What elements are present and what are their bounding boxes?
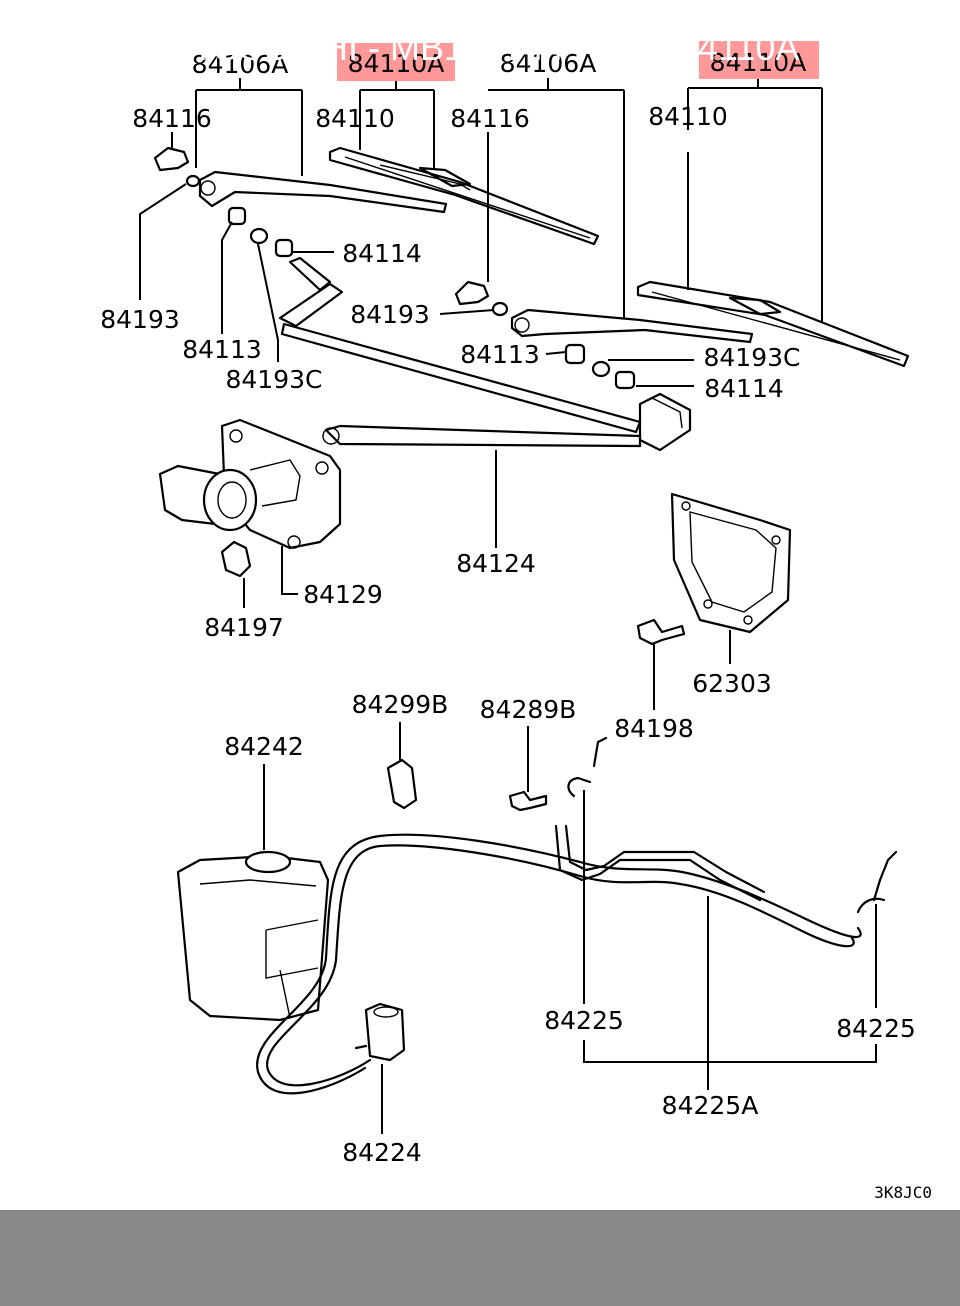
nut-left [185, 174, 201, 188]
label-84114-right: 84114 [704, 374, 784, 403]
label-84113-right: 84113 [460, 340, 540, 369]
washer-pump [354, 1002, 406, 1062]
bushing-left [274, 238, 294, 258]
label-84225a: 84225A [662, 1091, 759, 1120]
label-84110a-left: 84110A [348, 49, 445, 78]
screw-part [508, 790, 548, 812]
parts-diagram: 84106A 84110A 84106A 84110A 84116 84110 … [100, 41, 932, 1202]
label-84106a-right: 84106A [500, 49, 597, 78]
label-84114-left: 84114 [342, 239, 422, 268]
arm-cap-left [153, 146, 190, 172]
washer-right [591, 360, 611, 378]
footer-brand-part: MITSUBISHI - MB196744 [152, 27, 565, 68]
wiper-linkage [278, 256, 692, 452]
motor-gasket [670, 492, 792, 634]
label-84124: 84124 [456, 549, 536, 578]
highlight-box-left [337, 43, 455, 81]
label-84193c-right: 84193C [704, 343, 801, 372]
label-84193c-left: 84193C [226, 365, 323, 394]
bracket-part [386, 758, 418, 810]
label-84113-left: 84113 [182, 335, 262, 364]
label-84110-left: 84110 [315, 104, 395, 133]
label-84129: 84129 [303, 580, 383, 609]
pivot-right [564, 343, 586, 365]
label-84116-left: 84116 [132, 104, 212, 133]
wiper-blade-left [328, 146, 600, 246]
label-84225-right: 84225 [836, 1014, 916, 1043]
highlight-box-right [699, 41, 819, 79]
footer-caption: MITSUBISHI - MB196744 N - 84110A [0, 0, 960, 96]
wiper-arm-left [198, 170, 448, 214]
label-84299b: 84299B [352, 690, 449, 719]
bushing-right [614, 370, 636, 390]
label-84110-right: 84110 [648, 102, 728, 131]
washer-tank [176, 850, 330, 1022]
label-84193-center: 84193 [350, 300, 430, 329]
label-84106a-left: 84106A [192, 50, 289, 79]
washer-left [249, 227, 269, 245]
washer-hose [256, 736, 898, 1095]
label-84198: 84198 [614, 714, 694, 743]
wiper-motor [158, 418, 342, 550]
label-84193-left: 84193 [100, 305, 180, 334]
label-84197: 84197 [204, 613, 284, 642]
diagram-code: 3K8JC0 [874, 1183, 932, 1202]
footer-ref: N - 84110A [620, 27, 800, 68]
leader-lines [139, 78, 877, 1134]
wiper-blade-right [636, 280, 910, 368]
label-62303: 62303 [692, 669, 772, 698]
footer-bar [0, 1210, 960, 1306]
label-84224: 84224 [342, 1138, 422, 1167]
label-84225-left: 84225 [544, 1006, 624, 1035]
pivot-left [227, 206, 247, 226]
arm-cap-right [454, 280, 490, 306]
wiper-arm-right [510, 308, 754, 344]
label-84110a-right: 84110A [710, 48, 807, 77]
clip-part [220, 540, 252, 578]
nut-center [491, 301, 509, 317]
label-84242: 84242 [224, 732, 304, 761]
label-84289b: 84289B [480, 695, 577, 724]
label-84116-right: 84116 [450, 104, 530, 133]
bolt-part [636, 618, 686, 646]
